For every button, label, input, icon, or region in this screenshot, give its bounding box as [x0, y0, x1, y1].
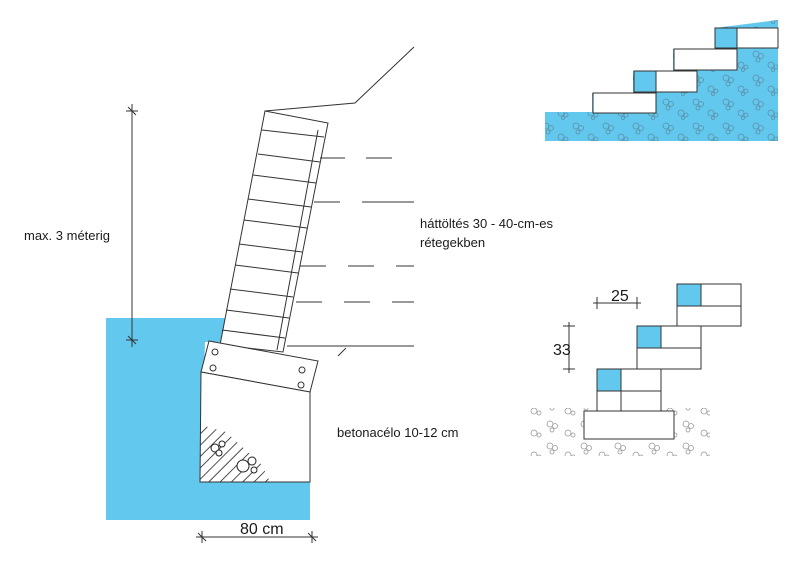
water-area	[106, 318, 310, 520]
rebar-label: betonacélo 10-12 cm	[337, 425, 458, 440]
height-dimension	[126, 104, 138, 347]
base-width-dimension	[196, 531, 318, 543]
slope-line	[264, 46, 415, 112]
inset-steps-bottom: 25 33	[530, 283, 742, 456]
wall-blocks	[219, 110, 329, 353]
ground-tick	[337, 347, 347, 357]
gravel-stones	[210, 440, 258, 474]
step-width-label: 25	[611, 288, 629, 305]
backfill-label-line2: rétegekben	[420, 235, 485, 250]
base-width-label: 80 cm	[240, 521, 284, 538]
max-height-label: max. 3 méterig	[24, 228, 110, 243]
backfill-layer-lines	[296, 157, 414, 303]
backfill-label-line1: háttöltés 30 - 40-cm-es	[420, 216, 553, 231]
step-height-label: 33	[553, 342, 571, 359]
inset-steps-top	[545, 20, 779, 141]
